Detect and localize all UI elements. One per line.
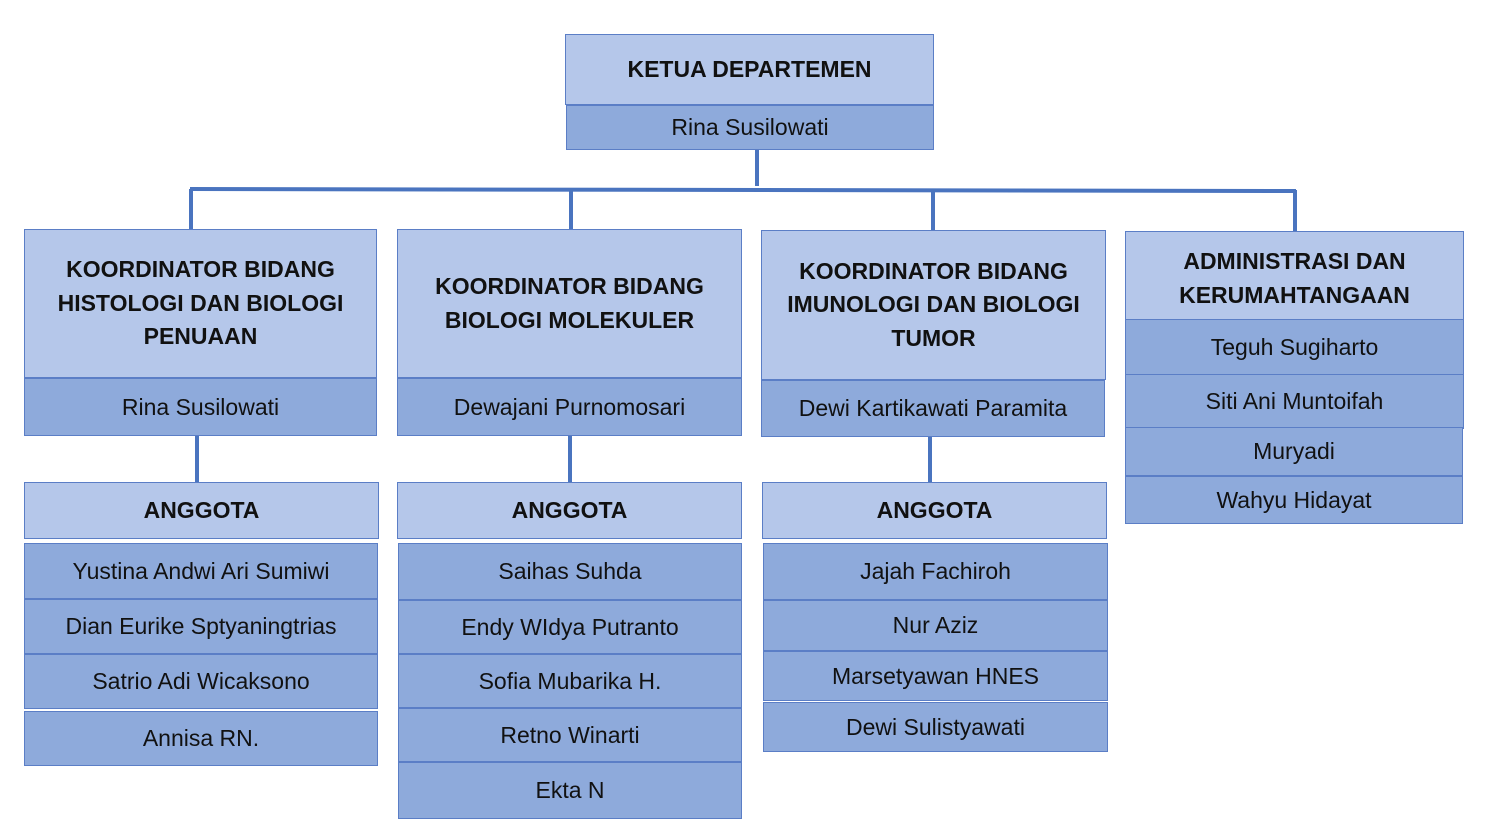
member-name: Teguh Sugiharto	[1210, 333, 1379, 360]
unit-title-box: KOORDINATOR BIDANG HISTOLOGI DAN BIOLOGI…	[24, 229, 377, 378]
member-box: Wahyu Hidayat	[1125, 476, 1463, 524]
members-header: ANGGOTA	[143, 496, 260, 523]
member-box: Ekta N	[398, 762, 742, 819]
unit-title-box: KOORDINATOR BIDANG BIOLOGI MOLEKULER	[397, 229, 742, 378]
coordinator-name: Dewi Kartikawati Paramita	[798, 395, 1068, 422]
unit-title: KOORDINATOR BIDANG IMUNOLOGI DAN BIOLOGI…	[787, 257, 1080, 351]
member-name: Yustina Andwi Ari Sumiwi	[72, 557, 330, 584]
member-name: Ekta N	[535, 777, 605, 804]
member-box: Siti Ani Muntoifah	[1125, 374, 1464, 429]
member-name: Jajah Fachiroh	[860, 558, 1011, 585]
members-header-box: ANGGOTA	[762, 482, 1107, 539]
coordinator-box: Dewi Kartikawati Paramita	[761, 380, 1105, 437]
member-box: Dewi Sulistyawati	[763, 702, 1108, 752]
member-name: Annisa RN.	[142, 725, 260, 752]
members-header-box: ANGGOTA	[24, 482, 379, 539]
top-name-box: Rina Susilowati	[566, 105, 934, 150]
member-name: Dian Eurike Sptyaningtrias	[65, 613, 337, 640]
unit-title: KOORDINATOR BIDANG BIOLOGI MOLEKULER	[435, 273, 704, 333]
members-header-box: ANGGOTA	[397, 482, 742, 539]
member-box: Dian Eurike Sptyaningtrias	[24, 599, 378, 654]
member-box: Yustina Andwi Ari Sumiwi	[24, 543, 378, 599]
unit-title: KOORDINATOR BIDANG HISTOLOGI DAN BIOLOGI…	[57, 256, 344, 350]
top-title: KETUA DEPARTEMEN	[627, 55, 872, 82]
members-header: ANGGOTA	[511, 496, 628, 523]
top-name: Rina Susilowati	[671, 114, 829, 141]
member-name: Siti Ani Muntoifah	[1205, 388, 1384, 415]
members-header: ANGGOTA	[876, 496, 993, 523]
unit-title-box: KOORDINATOR BIDANG IMUNOLOGI DAN BIOLOGI…	[761, 230, 1106, 380]
member-box: Satrio Adi Wicaksono	[24, 654, 378, 709]
member-box: Marsetyawan HNES	[763, 651, 1108, 701]
coordinator-name: Rina Susilowati	[121, 393, 280, 420]
member-name: Muryadi	[1253, 438, 1335, 465]
member-box: Jajah Fachiroh	[763, 543, 1108, 600]
member-name: Sofia Mubarika H.	[478, 667, 662, 694]
coordinator-box: Rina Susilowati	[24, 378, 377, 436]
top-title-box: KETUA DEPARTEMEN	[565, 34, 934, 105]
member-name: Saihas Suhda	[498, 558, 642, 585]
member-box: Retno Winarti	[398, 708, 742, 762]
member-name: Nur Aziz	[892, 612, 979, 639]
member-box: Nur Aziz	[763, 600, 1108, 651]
member-box: Saihas Suhda	[398, 543, 742, 600]
unit-title-box: ADMINISTRASI DAN KERUMAHTANGAAN	[1125, 231, 1464, 326]
connector-horizontal-bar	[189, 187, 1297, 193]
member-box: Annisa RN.	[24, 711, 378, 766]
coordinator-box: Dewajani Purnomosari	[397, 378, 742, 436]
member-name: Marsetyawan HNES	[831, 662, 1040, 689]
member-name: Wahyu Hidayat	[1216, 486, 1372, 513]
member-name: Dewi Sulistyawati	[846, 713, 1025, 740]
member-box: Endy WIdya Putranto	[398, 600, 742, 654]
member-name: Retno Winarti	[500, 721, 640, 748]
member-name: Satrio Adi Wicaksono	[92, 668, 310, 695]
unit-title: ADMINISTRASI DAN KERUMAHTANGAAN	[1179, 248, 1410, 308]
coordinator-name: Dewajani Purnomosari	[453, 393, 686, 420]
member-box: Sofia Mubarika H.	[398, 654, 742, 708]
member-name: Endy WIdya Putranto	[461, 613, 679, 640]
member-box: Teguh Sugiharto	[1125, 319, 1464, 375]
member-box: Muryadi	[1125, 427, 1463, 476]
